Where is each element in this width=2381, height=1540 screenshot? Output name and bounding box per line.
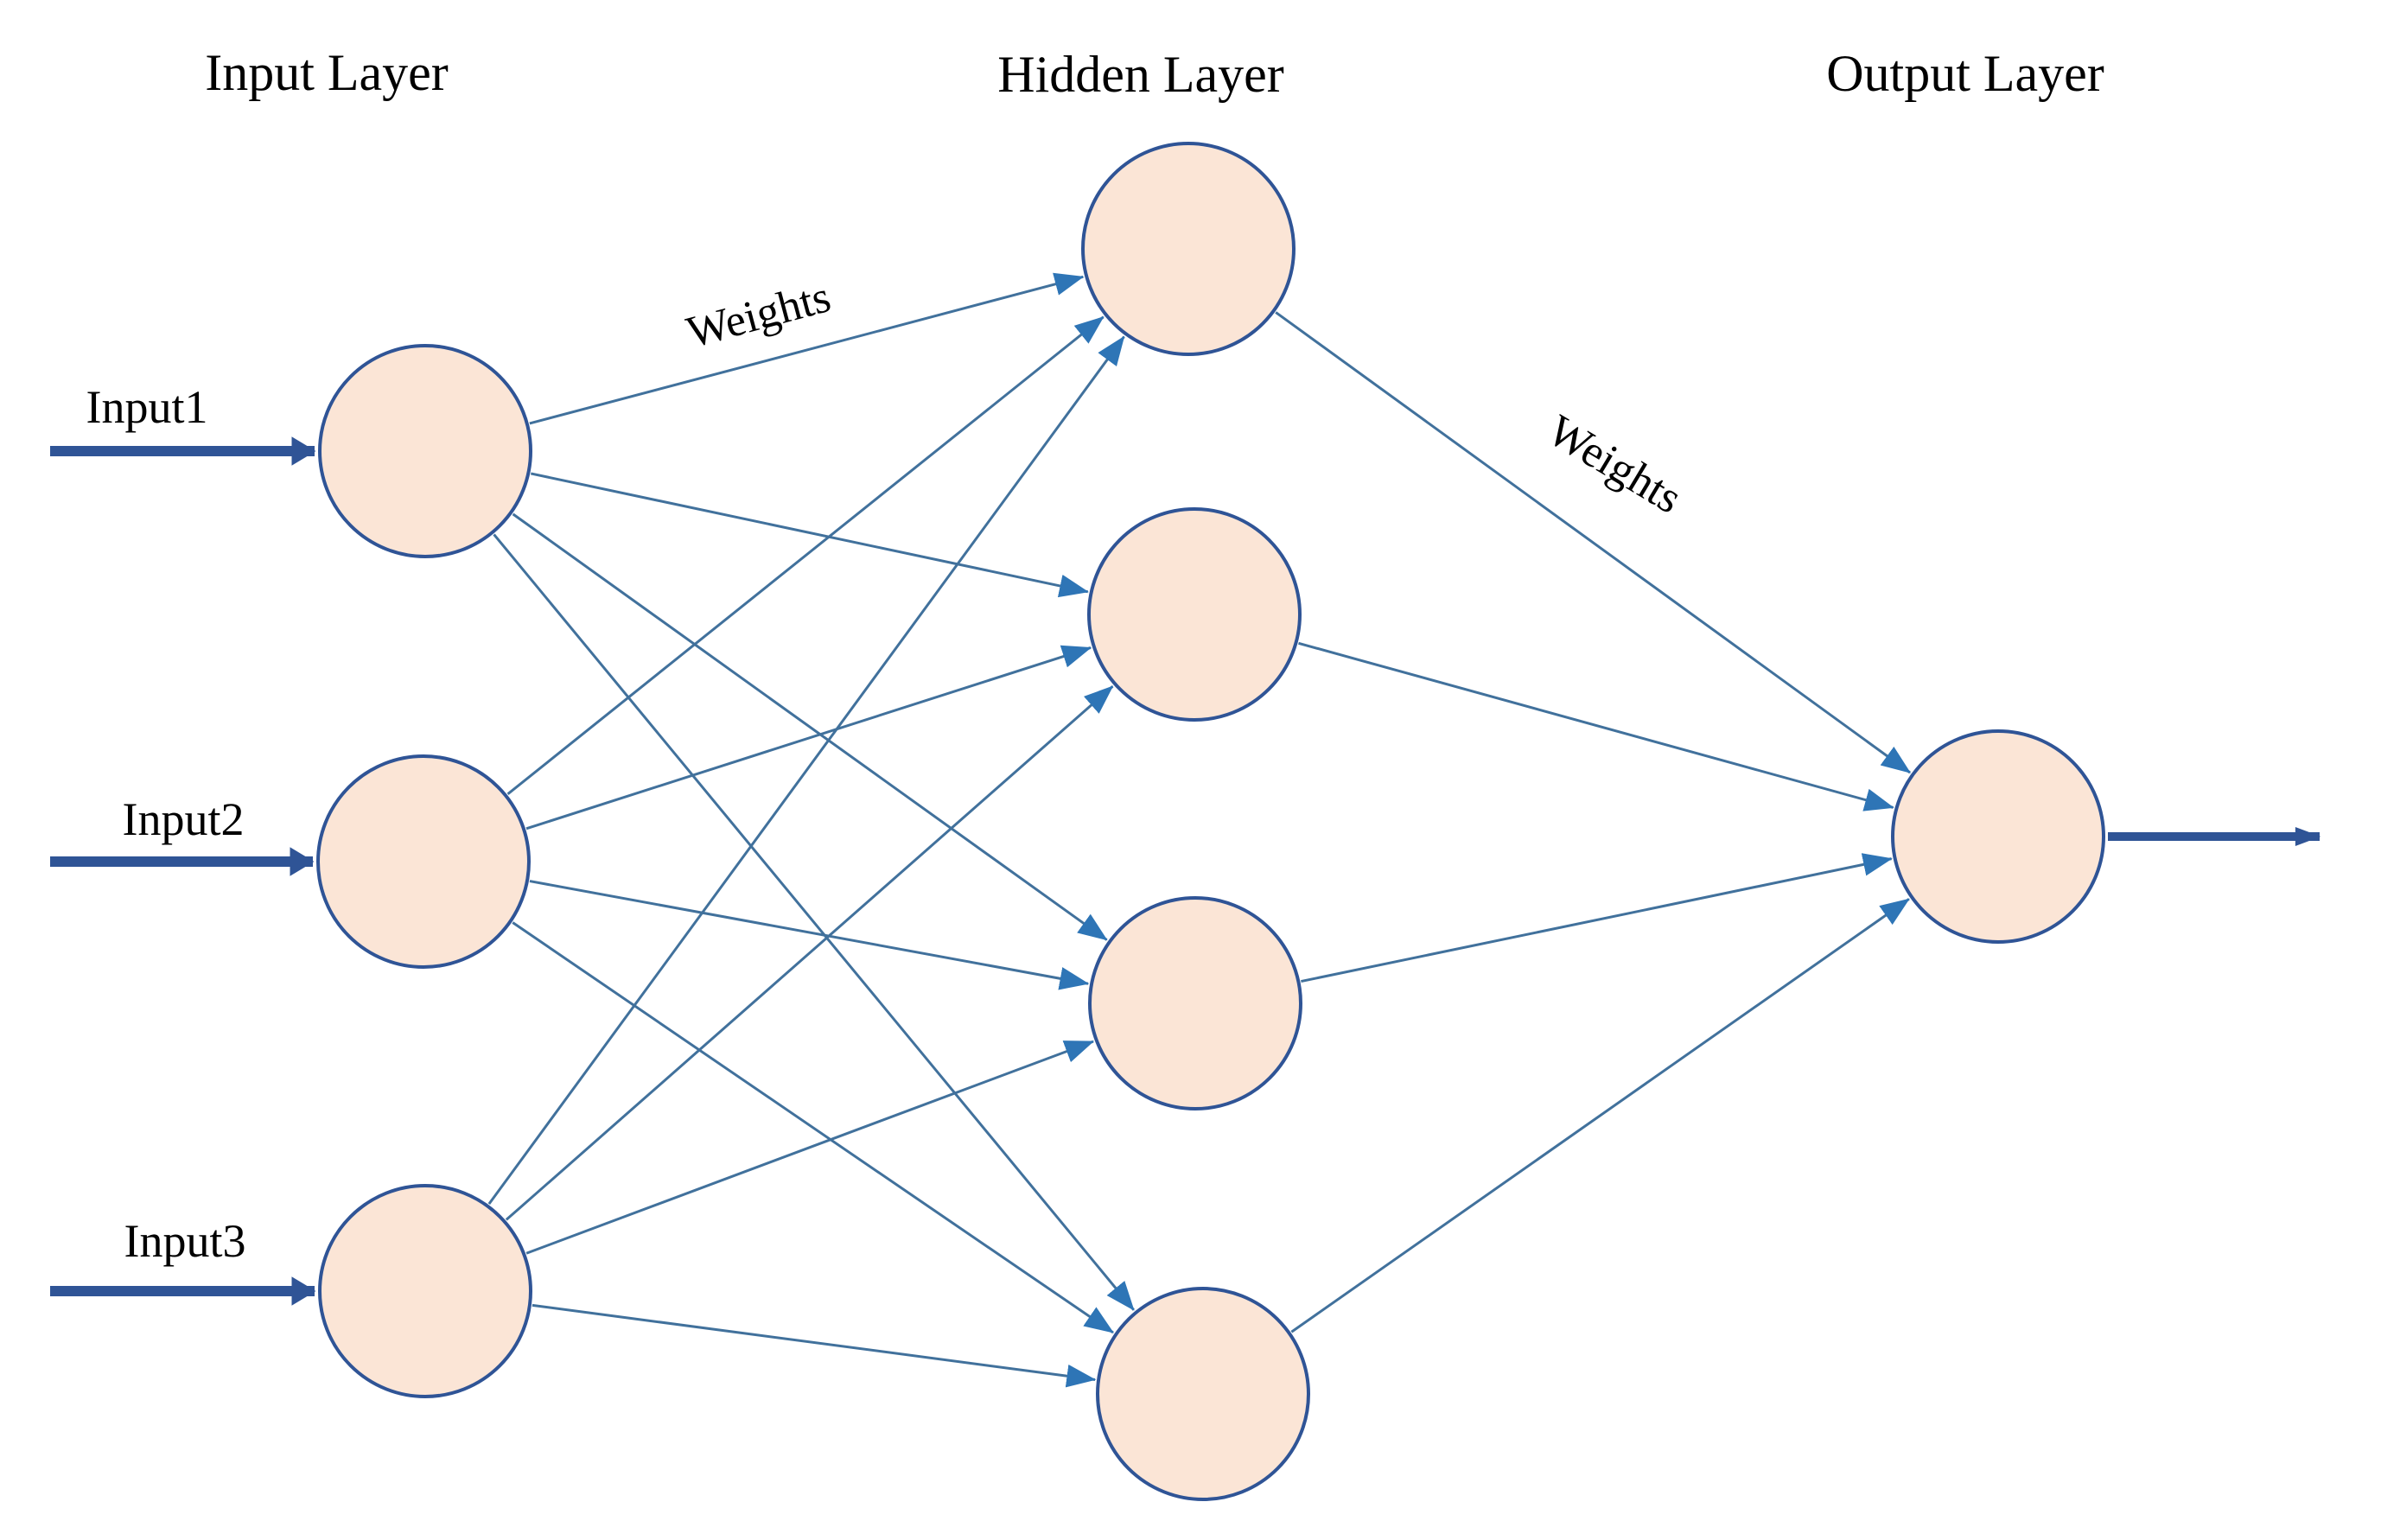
hidden-node-4	[1096, 1287, 1310, 1501]
edge-i2-h3	[529, 880, 1090, 990]
input3-label: Input3	[124, 1215, 246, 1267]
edge-h4-o1	[1290, 898, 1910, 1333]
nodes-layer	[316, 142, 2105, 1501]
hidden-layer-title: Hidden Layer	[997, 46, 1284, 103]
output-layer-title: Output Layer	[1826, 45, 2104, 102]
edge-i1-h3	[512, 512, 1108, 941]
hidden-node-2	[1087, 507, 1302, 722]
edge-h2-o1	[1298, 641, 1894, 811]
edge-i2-h4	[512, 921, 1114, 1334]
hidden-node-3	[1088, 896, 1302, 1110]
io-arrows-layer	[50, 436, 2321, 1306]
edge-i1-h4	[493, 533, 1135, 1311]
edge-h3-o1	[1301, 853, 1893, 983]
edge-i1-h2	[530, 472, 1089, 598]
edge-i2-h2	[525, 645, 1092, 830]
edge-i3-h1	[487, 335, 1125, 1206]
input-node-2	[316, 754, 531, 969]
edge-i3-h3	[525, 1040, 1095, 1255]
input1-label: Input1	[86, 381, 208, 433]
edge-i1-h1	[529, 272, 1085, 425]
edge-i3-h2	[505, 685, 1114, 1221]
edges-layer	[487, 272, 1912, 1388]
hidden-node-1	[1081, 142, 1296, 356]
edge-i3-h4	[532, 1303, 1097, 1388]
edge-i2-h1	[506, 315, 1105, 796]
input-layer-title: Input Layer	[205, 44, 449, 101]
input-node-3	[318, 1184, 532, 1398]
input2-label: Input2	[122, 793, 245, 845]
edge-h1-o1	[1275, 311, 1912, 774]
input-node-1	[318, 344, 532, 558]
output-node-1	[1891, 729, 2105, 944]
